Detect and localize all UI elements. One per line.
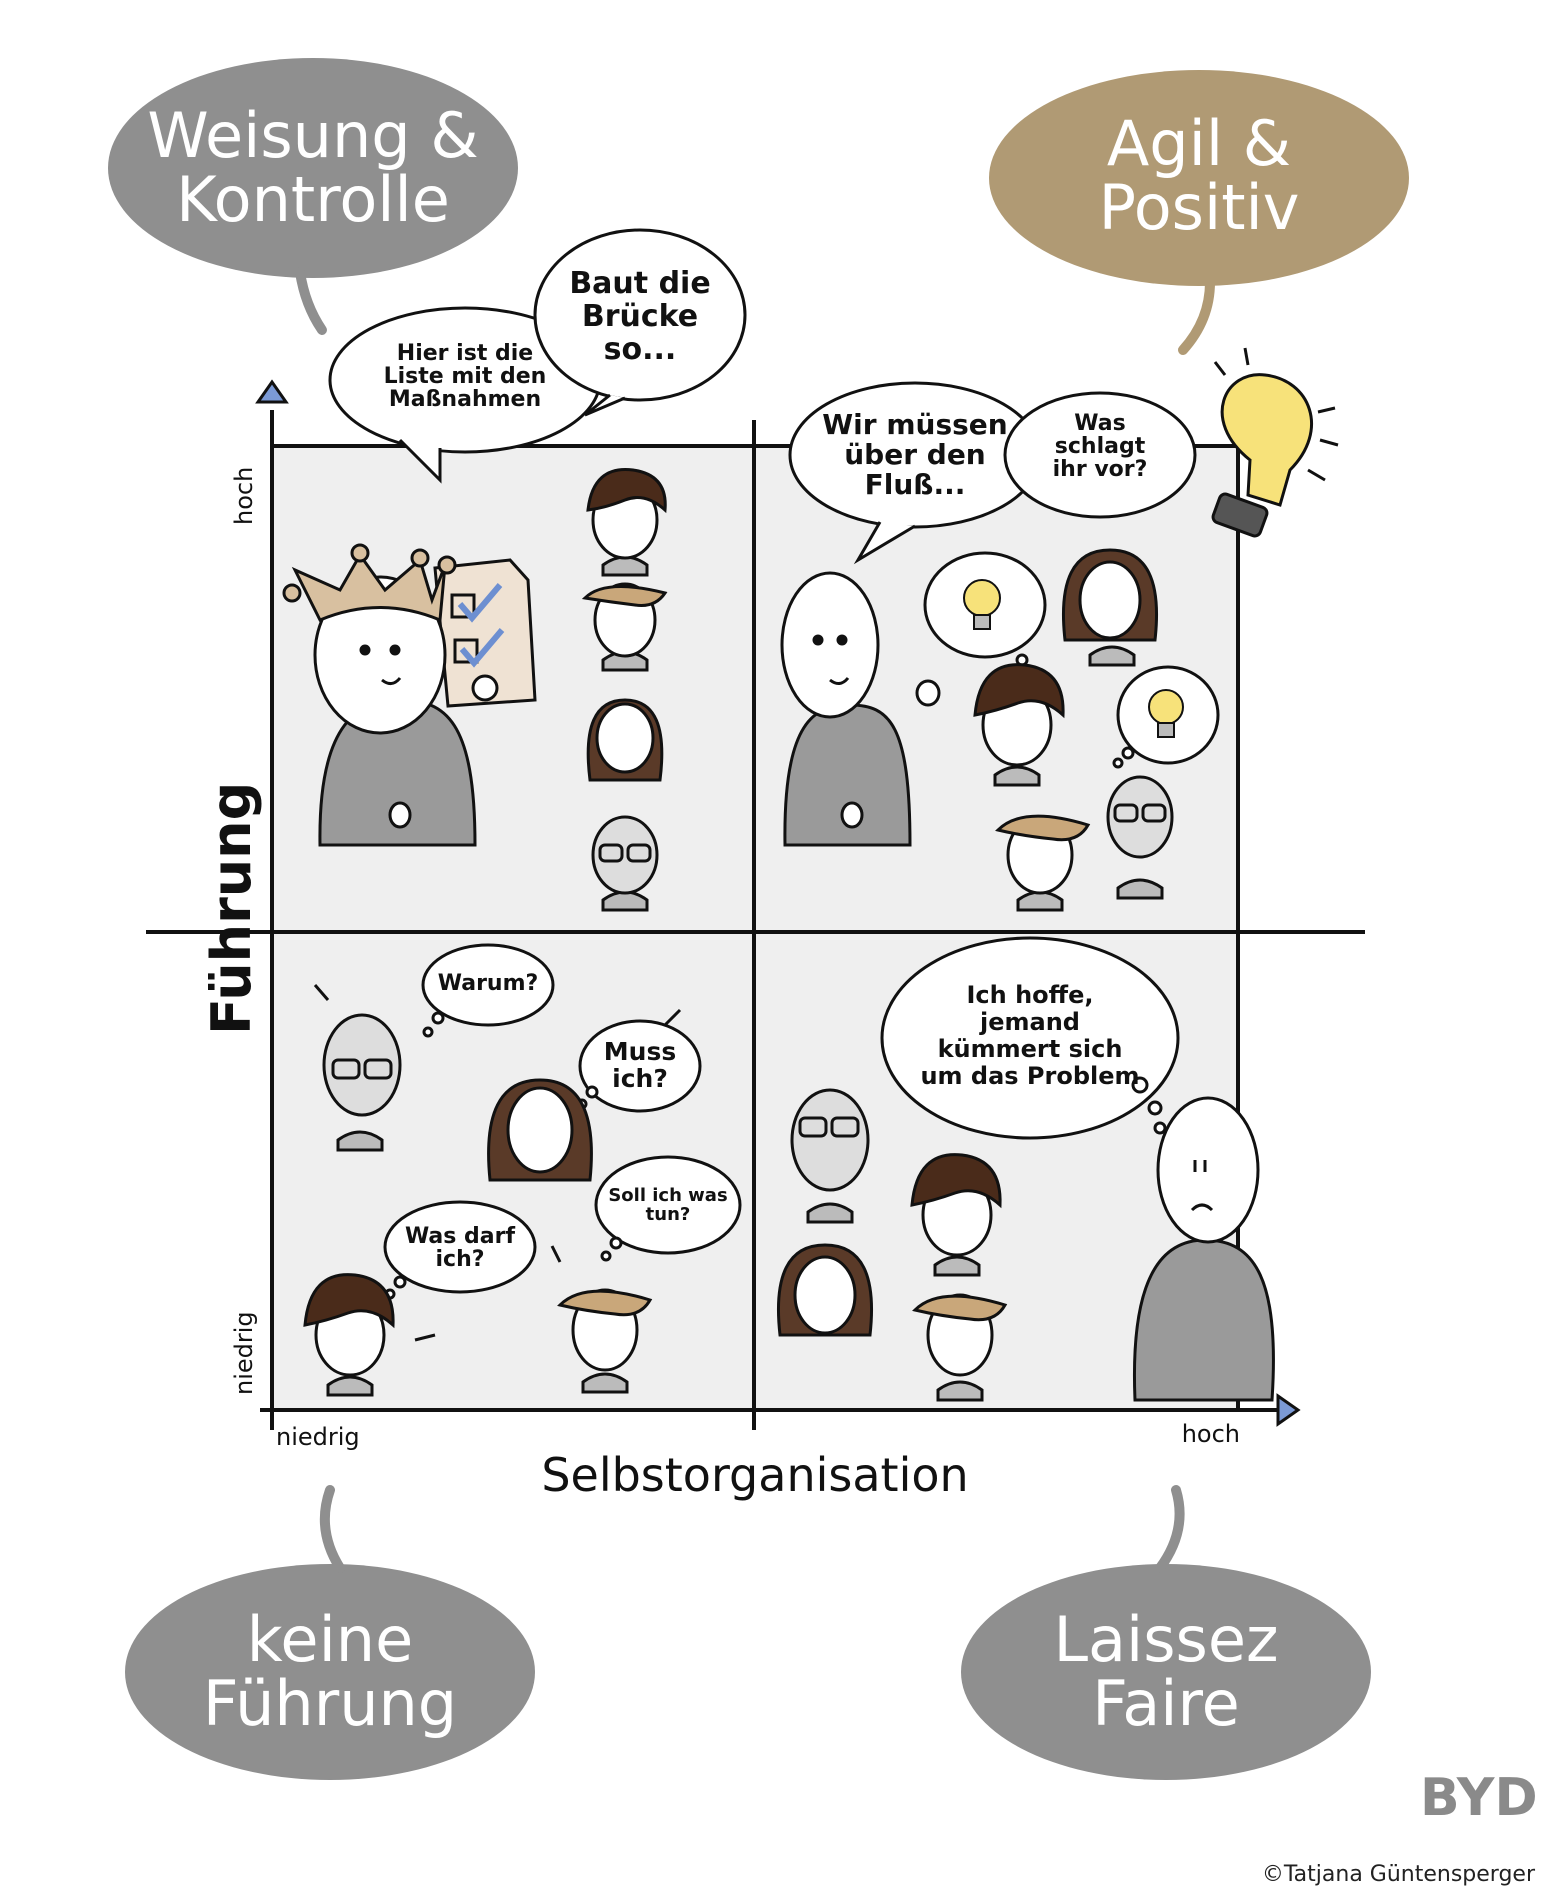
head-glasses-happy [1106, 775, 1174, 900]
y-axis-low-label: niedrig [230, 1311, 258, 1395]
text-hope-line-4: um das Problem [920, 1062, 1140, 1090]
head-blond-neutral [912, 1293, 1008, 1402]
head-glasses-sad [322, 1013, 402, 1152]
head-curly-sad [303, 1273, 395, 1397]
text-question-line-2: schlagt [1054, 434, 1146, 459]
text-must-line-1: Muss [603, 1037, 677, 1066]
head-curly-neutral [910, 1153, 1002, 1277]
head-long-hair-happy [1061, 548, 1159, 667]
x-axis-high-label: hoch [1181, 1420, 1240, 1448]
label-keine-line-1: keine [246, 1603, 414, 1676]
text-list: Hier ist die Liste mit den Maßnahmen [345, 342, 585, 411]
y-axis-title: Führung [200, 781, 263, 1035]
head-blond [581, 582, 668, 672]
text-allowed-line-2: ich? [435, 1247, 485, 1272]
head-glasses-neutral [790, 1088, 870, 1224]
y-axis-arrow-icon [255, 379, 289, 404]
x-axis-arrow-icon [1276, 1393, 1301, 1427]
small-bulb-icon [963, 579, 1184, 738]
x-axis-title: Selbstorganisation [541, 1448, 969, 1502]
text-bridge-line-1: Baut die [569, 266, 711, 301]
text-river-line-1: Wir müssen [822, 408, 1008, 441]
text-river-line-3: Fluß... [864, 468, 966, 501]
text-should-line-2: tun? [645, 1204, 691, 1225]
leader-figure-passive [1132, 1096, 1275, 1402]
head-glasses [591, 815, 659, 912]
text-question: Was schlagt ihr vor? [1020, 412, 1180, 481]
text-why-line-1: Warum? [437, 971, 539, 996]
bubble-agil [989, 70, 1409, 355]
thought-bubble-why [421, 943, 555, 1038]
team-heads-bottom-left [303, 984, 682, 1397]
text-list-line-1: Hier ist die [396, 341, 534, 366]
thought-bubble-allowed [383, 1200, 537, 1300]
label-agil-line-1: Agil & [1106, 107, 1292, 180]
bubble-weisung [108, 58, 518, 335]
label-laissez-faire: Laissez Faire [966, 1608, 1366, 1736]
text-list-line-2: Liste mit den [383, 364, 547, 389]
lightbulb-icon [1211, 347, 1339, 538]
arrow-icons [313, 984, 682, 1342]
label-agil-positiv: Agil & Positiv [999, 112, 1399, 240]
team-heads-top-right [973, 548, 1174, 912]
label-keine-line-2: Führung [202, 1667, 458, 1740]
text-bridge-line-3: so... [603, 332, 677, 367]
text-why: Warum? [423, 972, 553, 995]
bubble-laissez-faire [961, 1485, 1371, 1780]
text-should-line-1: Soll ich was [608, 1185, 728, 1206]
speech-bubble-question [1003, 391, 1197, 519]
speech-bubble-bridge [533, 228, 747, 417]
text-list-line-3: Maßnahmen [388, 387, 542, 412]
label-agil-line-2: Positiv [1098, 171, 1300, 244]
text-hope-line-3: kümmert sich [937, 1035, 1123, 1063]
checklist-icon [433, 558, 537, 708]
label-laissez-line-1: Laissez [1053, 1603, 1279, 1676]
text-hope-line-1: Ich hoffe, [966, 981, 1094, 1009]
text-river: Wir müssen über den Fluß... [800, 410, 1030, 500]
text-allowed-line-1: Was darf [404, 1224, 516, 1249]
text-river-line-2: über den [844, 438, 986, 471]
text-must: Muss ich? [580, 1038, 700, 1092]
text-hope: Ich hoffe, jemand kümmert sich um das Pr… [890, 982, 1170, 1090]
text-must-line-2: ich? [612, 1064, 668, 1093]
label-keine-fuehrung: keine Führung [130, 1608, 530, 1736]
text-bridge: Baut die Brücke so... [545, 267, 735, 366]
label-weisung-line-1: Weisung & [147, 99, 479, 172]
label-weisung-line-2: Kontrolle [176, 163, 450, 236]
head-long-hair-sad [487, 1078, 593, 1182]
text-hope-line-2: jemand [980, 1008, 1080, 1036]
thought-bubble-must [576, 1019, 702, 1113]
head-long-hair-neutral [776, 1243, 874, 1337]
text-question-line-3: ihr vor? [1052, 457, 1148, 482]
text-allowed: Was darf ich? [385, 1225, 535, 1271]
head-blond-happy [995, 814, 1091, 912]
head-curly-happy [973, 663, 1065, 787]
head-blond-sad [557, 1288, 653, 1394]
y-axis-high-label: hoch [230, 466, 258, 525]
logo-text: BYD [1420, 1768, 1538, 1828]
head-long-hair [586, 698, 664, 782]
thought-bubble-hope [880, 936, 1180, 1140]
team-heads-bottom-right [776, 1088, 1275, 1402]
text-bridge-line-2: Brücke [581, 299, 699, 334]
axes [260, 410, 1290, 1430]
x-axis-low-label: niedrig [276, 1423, 360, 1451]
team-heads-top-left [581, 468, 668, 912]
leader-figure-crowned [282, 543, 499, 847]
text-question-line-1: Was [1074, 411, 1126, 436]
thought-bubble-should [594, 1155, 742, 1262]
label-weisung-kontrolle: Weisung & Kontrolle [113, 104, 513, 232]
text-should: Soll ich was tun? [598, 1186, 738, 1224]
head-curly [586, 468, 667, 577]
leader-figure-agile [780, 571, 941, 847]
label-laissez-line-2: Faire [1092, 1667, 1240, 1740]
bubble-keine-fuehrung [125, 1485, 535, 1780]
copyright: ©Tatjana Güntensperger [1261, 1862, 1535, 1887]
